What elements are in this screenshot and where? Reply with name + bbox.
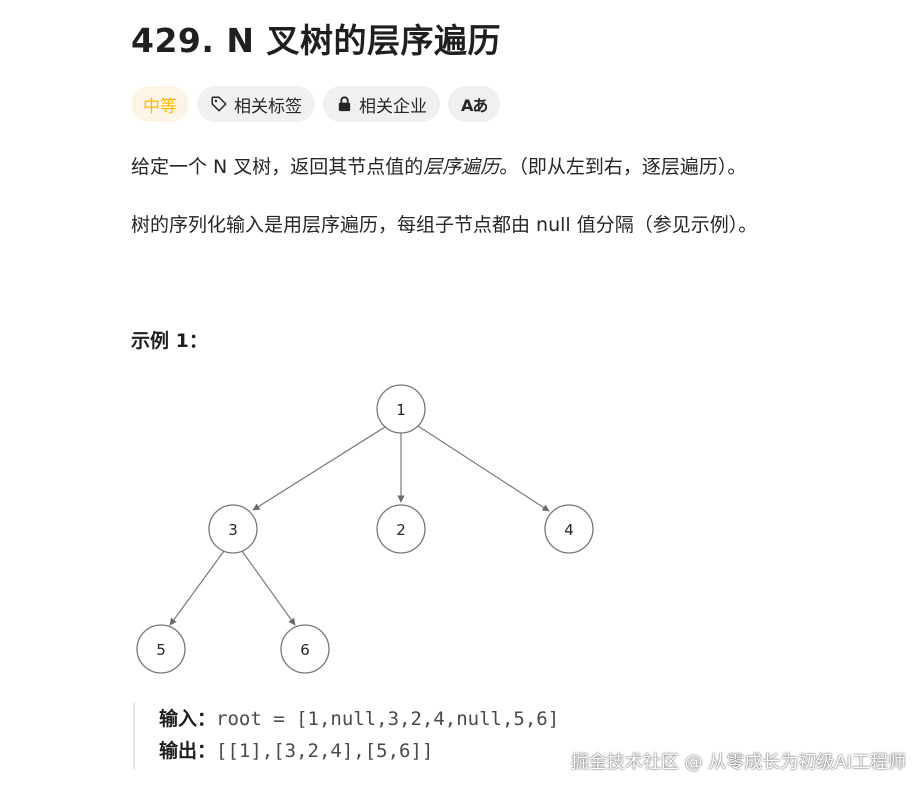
example-title: 示例 1： [131,330,208,352]
lock-icon [336,95,353,113]
tree-edge-1-4 [417,425,550,512]
related-companies-button[interactable]: 相关企业 [323,86,440,122]
description-p1-prefix: 给定一个 N 叉树，返回其节点值的 [131,156,424,178]
input-label: 输入： [159,708,217,730]
related-companies-label: 相关企业 [359,96,427,117]
description-paragraph-2: 树的序列化输入是用层序遍历，每组子节点都由 null 值分隔（参见示例）。 [131,214,758,236]
tree-edge-3-6 [241,550,296,626]
difficulty-badge[interactable]: 中等 [131,86,189,122]
svg-text:4: 4 [564,521,574,539]
tree-node-4: 4 [544,504,594,554]
tag-icon [210,95,228,113]
tree-edge-1-3 [252,426,386,511]
tag-bar: 中等 相关标签 相关企业 Aあ [131,86,501,122]
example-input-line: 输入：root = [1,null,3,2,4,null,5,6] [159,703,653,735]
tree-edge-3-5 [169,550,225,626]
svg-text:3: 3 [228,521,238,539]
watermark: 掘金技术社区 @ 从零成长为初级AI工程师 [570,752,906,773]
translate-icon: Aあ [461,96,488,115]
translate-button[interactable]: Aあ [448,86,501,122]
example-output-line: 输出：[[1],[3,2,4],[5,6]] [159,735,653,767]
related-tags-button[interactable]: 相关标签 [197,86,315,122]
input-value: root = [1,null,3,2,4,null,5,6] [216,708,560,730]
example-code-block: 输入：root = [1,null,3,2,4,null,5,6] 输出：[[1… [133,703,653,769]
tree-node-2: 2 [376,504,426,554]
tree-node-6: 6 [280,624,330,674]
tree-node-5: 5 [136,624,186,674]
description-paragraph-1: 给定一个 N 叉树，返回其节点值的层序遍历。（即从左到右，逐层遍历）。 [131,152,746,179]
problem-title: 429. N 叉树的层序遍历 [131,21,502,60]
svg-text:1: 1 [396,401,406,419]
tree-node-1: 1 [376,384,426,434]
svg-text:2: 2 [396,521,406,539]
svg-text:5: 5 [156,641,166,659]
related-tags-label: 相关标签 [234,96,302,117]
output-value: [[1],[3,2,4],[5,6]] [216,740,434,762]
description-p1-emphasis: 层序遍历 [423,156,500,178]
svg-text:6: 6 [300,641,310,659]
difficulty-label: 中等 [143,96,177,117]
tree-node-3: 3 [208,504,258,554]
output-label: 输出： [159,740,217,762]
description-p1-suffix: 。（即从左到右，逐层遍历）。 [499,156,747,178]
